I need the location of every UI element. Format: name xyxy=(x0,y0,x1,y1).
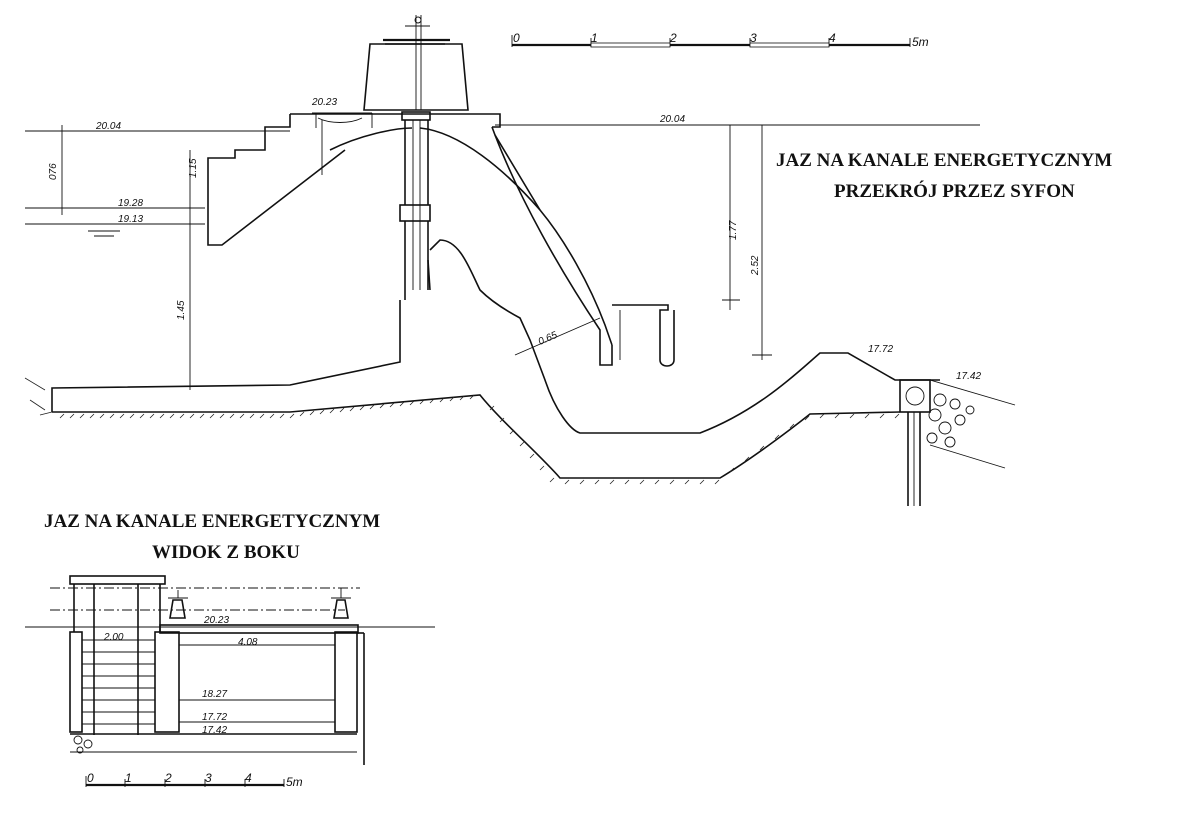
level-labels-side: 20.23 18.27 17.72 17.42 2.00 4.08 xyxy=(103,615,258,736)
scale-label: 2 xyxy=(669,31,677,45)
scale-label: 0 xyxy=(513,31,520,45)
side-dim-label: 4.08 xyxy=(238,637,258,648)
section-title-line1: JAZ NA KANALE ENERGETYCZNYM xyxy=(776,150,1112,171)
dim-label: 1.15 xyxy=(188,158,199,178)
side-dim-label: 2.00 xyxy=(103,632,124,643)
dim-label: 1.45 xyxy=(176,300,187,320)
level-water-1: 19.28 xyxy=(118,198,143,209)
side-title-line2: WIDOK Z BOKU xyxy=(152,542,300,563)
scale-label: 1 xyxy=(125,771,132,785)
level-crest: 20.23 xyxy=(311,97,337,108)
level-sill: 17.72 xyxy=(868,344,893,355)
side-level-top: 20.23 xyxy=(203,615,229,626)
scale-label: 5m xyxy=(912,35,929,49)
side-view xyxy=(25,575,435,765)
dim-label: 076 xyxy=(48,163,59,180)
scale-label: 1 xyxy=(591,31,598,45)
scale-label: 4 xyxy=(829,31,836,45)
scale-label: 4 xyxy=(245,771,252,785)
level-upstream: 20.04 xyxy=(95,121,121,132)
level-water-2: 19.13 xyxy=(118,214,143,225)
dim-label: 1.77 xyxy=(728,220,739,240)
scale-bar-side: 0 1 2 3 4 5m xyxy=(85,771,303,789)
section-title-line2: PRZEKRÓJ PRZEZ SYFON xyxy=(834,180,1075,202)
level-labels-section: 20.23 20.04 20.04 19.28 19.13 17.72 17.4… xyxy=(95,97,981,382)
side-level-2: 17.72 xyxy=(202,712,227,723)
scale-label: 3 xyxy=(750,31,757,45)
scale-label: 5m xyxy=(286,775,303,789)
scale-label: 3 xyxy=(205,771,212,785)
dim-label: 2.52 xyxy=(750,255,761,276)
scale-label: 2 xyxy=(164,771,172,785)
scale-label: 0 xyxy=(87,771,94,785)
side-level-1: 18.27 xyxy=(202,689,227,700)
side-title-line1: JAZ NA KANALE ENERGETYCZNYM xyxy=(44,511,380,532)
siphon-cross-section xyxy=(24,15,1016,506)
level-bottom: 17.42 xyxy=(956,371,981,382)
scale-bar-section: 0 1 2 3 4 5m xyxy=(511,31,929,49)
side-level-3: 17.42 xyxy=(202,725,227,736)
dim-label: 0.65 xyxy=(537,330,560,348)
level-downstream: 20.04 xyxy=(659,114,685,125)
